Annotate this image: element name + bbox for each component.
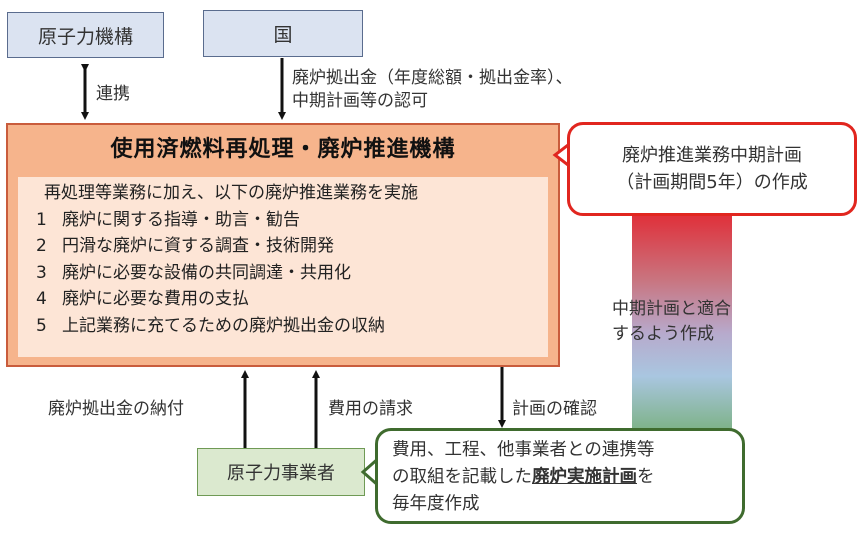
jaea-box: 原子力機構 [7, 12, 164, 58]
government-label: 国 [273, 24, 293, 46]
main-org-title: 使用済燃料再処理・廃炉推進機構 [110, 137, 456, 162]
op-callout-line1: 費用、工程、他事業者との連携等 [392, 440, 655, 460]
op-callout-line3: 毎年度作成 [392, 494, 480, 514]
duties-intro: 再処理等業務に加え、以下の廃炉推進業務を実施 [44, 183, 418, 203]
op-callout-line2: の取組を記載した廃炉実施計画を [392, 467, 655, 487]
alignment-gradient-bar [632, 215, 732, 430]
decommissioning-plan-emphasis: 廃炉実施計画 [532, 467, 637, 487]
mid-term-plan-callout: 廃炉推進業務中期計画 （計画期間5年）の作成 [567, 122, 857, 216]
mid-plan-line2: （計画期間5年）の作成 [616, 172, 808, 193]
alignment-line1: 中期計画と適合 [612, 299, 731, 319]
jaea-label: 原子力機構 [37, 25, 133, 48]
plan-confirmation-label: 計画の確認 [512, 399, 597, 419]
mid-plan-line1: 廃炉推進業務中期計画 [622, 145, 802, 166]
gov-approval-line2: 中期計画等の認可 [292, 91, 428, 111]
contribution-payment-label: 廃炉拠出金の納付 [48, 399, 184, 419]
cooperation-label: 連携 [96, 84, 130, 104]
gov-approval-line1: 廃炉拠出金（年度総額・拠出金率）、 [292, 68, 573, 88]
operator-label: 原子力事業者 [227, 463, 335, 484]
cost-claim-label: 費用の請求 [328, 399, 413, 419]
decommissioning-plan-callout: 費用、工程、他事業者との連携等 の取組を記載した廃炉実施計画を 毎年度作成 [375, 428, 745, 524]
alignment-line2: するよう作成 [612, 324, 714, 344]
nuclear-operator-box: 原子力事業者 [197, 448, 365, 496]
government-box: 国 [203, 10, 363, 57]
main-organization-box: 使用済燃料再処理・廃炉推進機構 再処理等業務に加え、以下の廃炉推進業務を実施 1… [6, 123, 560, 367]
